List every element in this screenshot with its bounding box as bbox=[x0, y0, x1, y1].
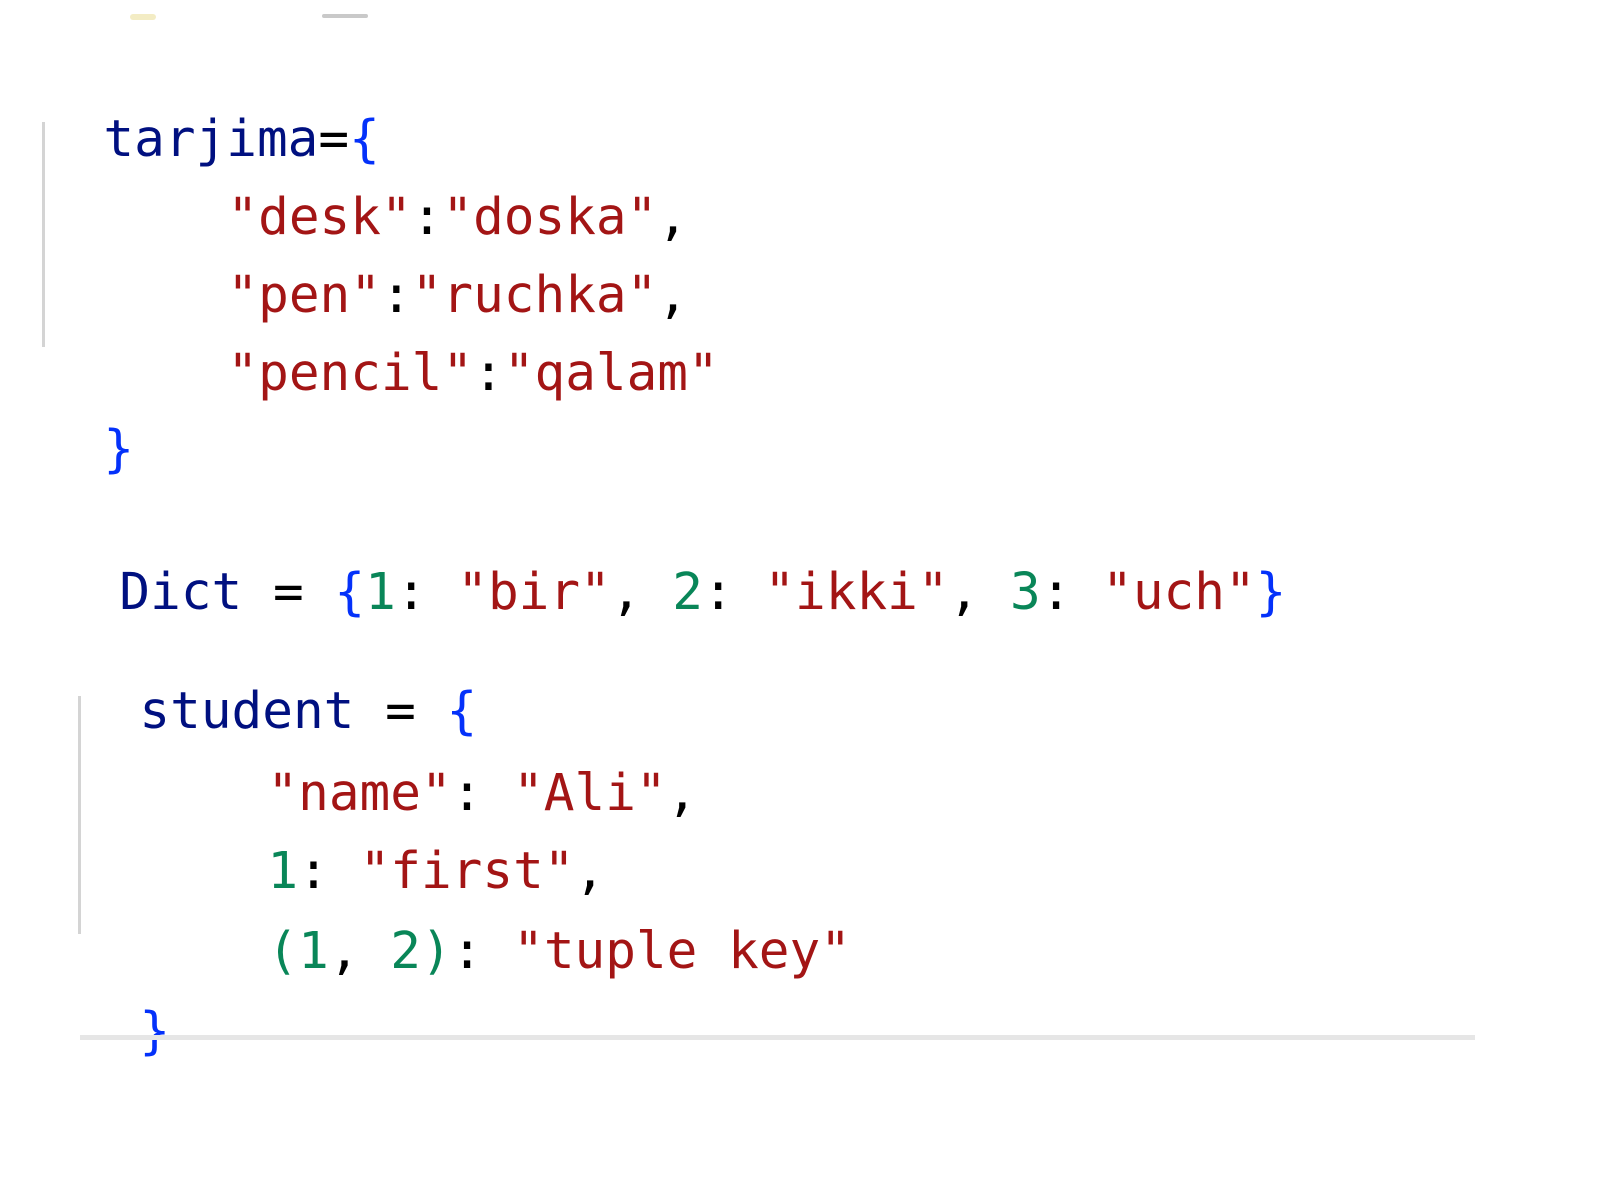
colon: : bbox=[1040, 563, 1103, 622]
open-brace: { bbox=[349, 110, 380, 169]
indent-guide bbox=[78, 696, 81, 934]
separator: , bbox=[948, 563, 1010, 622]
code-line-dict-entry: "name": "Ali", bbox=[206, 704, 697, 823]
colon: : bbox=[473, 344, 504, 403]
comma: , bbox=[666, 764, 698, 823]
dict-value: "ruchka" bbox=[411, 266, 658, 325]
assign-operator: = bbox=[242, 563, 335, 622]
dict-value: "doska" bbox=[442, 188, 658, 247]
dict-key: 3 bbox=[1009, 563, 1041, 622]
code-line-close: } bbox=[42, 360, 134, 479]
code-line-dict-inline: Dict = {1: "bir", 2: "ikki", 3: "uch"} bbox=[58, 503, 1286, 622]
code-line-dict-entry: (1, 2): "tuple key" bbox=[206, 862, 850, 981]
cutoff-mark-left bbox=[130, 14, 156, 20]
dict-value: "qalam" bbox=[503, 344, 719, 403]
open-brace: { bbox=[446, 682, 478, 741]
tuple-open-paren: ( bbox=[267, 922, 299, 981]
code-line-close: } bbox=[78, 942, 170, 1061]
indent-guide bbox=[42, 122, 45, 347]
dict-value: "Ali" bbox=[513, 764, 667, 823]
dict-key: 1 bbox=[365, 563, 396, 622]
comma: , bbox=[657, 188, 689, 247]
cutoff-mark-right bbox=[322, 14, 368, 18]
dict-key: "pen" bbox=[227, 266, 381, 325]
close-brace: } bbox=[103, 420, 135, 479]
tuple-item: 2 bbox=[390, 922, 421, 981]
dict-value: "ikki" bbox=[764, 563, 949, 622]
variable-name: Dict bbox=[119, 563, 243, 622]
comma: , bbox=[574, 842, 606, 901]
colon: : bbox=[702, 563, 765, 622]
code-line-tarjima-header: tarjima={ bbox=[42, 50, 379, 169]
code-line-dict-entry: 1: "first", bbox=[206, 782, 605, 901]
code-line-dict-entry: "pencil":"qalam" bbox=[166, 284, 718, 403]
dict-value: "tuple key" bbox=[513, 922, 851, 981]
colon: : bbox=[451, 922, 514, 981]
dict-value: "uch" bbox=[1102, 563, 1256, 622]
colon: : bbox=[451, 764, 514, 823]
dict-value: "first" bbox=[359, 842, 575, 901]
tuple-item: 1 bbox=[298, 922, 329, 981]
dict-value: "bir" bbox=[457, 563, 611, 622]
dict-key: "pencil" bbox=[227, 344, 474, 403]
divider bbox=[80, 1035, 1475, 1040]
close-brace: } bbox=[1255, 563, 1287, 622]
tuple-close-paren: ) bbox=[421, 922, 452, 981]
colon: : bbox=[298, 842, 360, 901]
dict-key: 1 bbox=[267, 842, 299, 901]
close-brace: } bbox=[139, 1002, 171, 1061]
variable-name: tarjima bbox=[103, 110, 319, 169]
colon: : bbox=[380, 266, 412, 325]
variable-name: student bbox=[139, 682, 355, 741]
colon: : bbox=[411, 188, 443, 247]
open-brace: { bbox=[334, 563, 366, 622]
comma: , bbox=[657, 266, 689, 325]
code-line-dict-entry: "pen":"ruchka", bbox=[166, 206, 688, 325]
assign-operator: = bbox=[354, 682, 447, 741]
assign-operator: = bbox=[318, 110, 350, 169]
dict-key: "name" bbox=[267, 764, 452, 823]
separator: , bbox=[328, 922, 391, 981]
colon: : bbox=[395, 563, 458, 622]
dict-key: 2 bbox=[672, 563, 703, 622]
code-line-student-header: student = { bbox=[78, 622, 477, 741]
code-line-dict-entry: "desk":"doska", bbox=[166, 128, 688, 247]
dict-key: "desk" bbox=[227, 188, 412, 247]
separator: , bbox=[610, 563, 673, 622]
